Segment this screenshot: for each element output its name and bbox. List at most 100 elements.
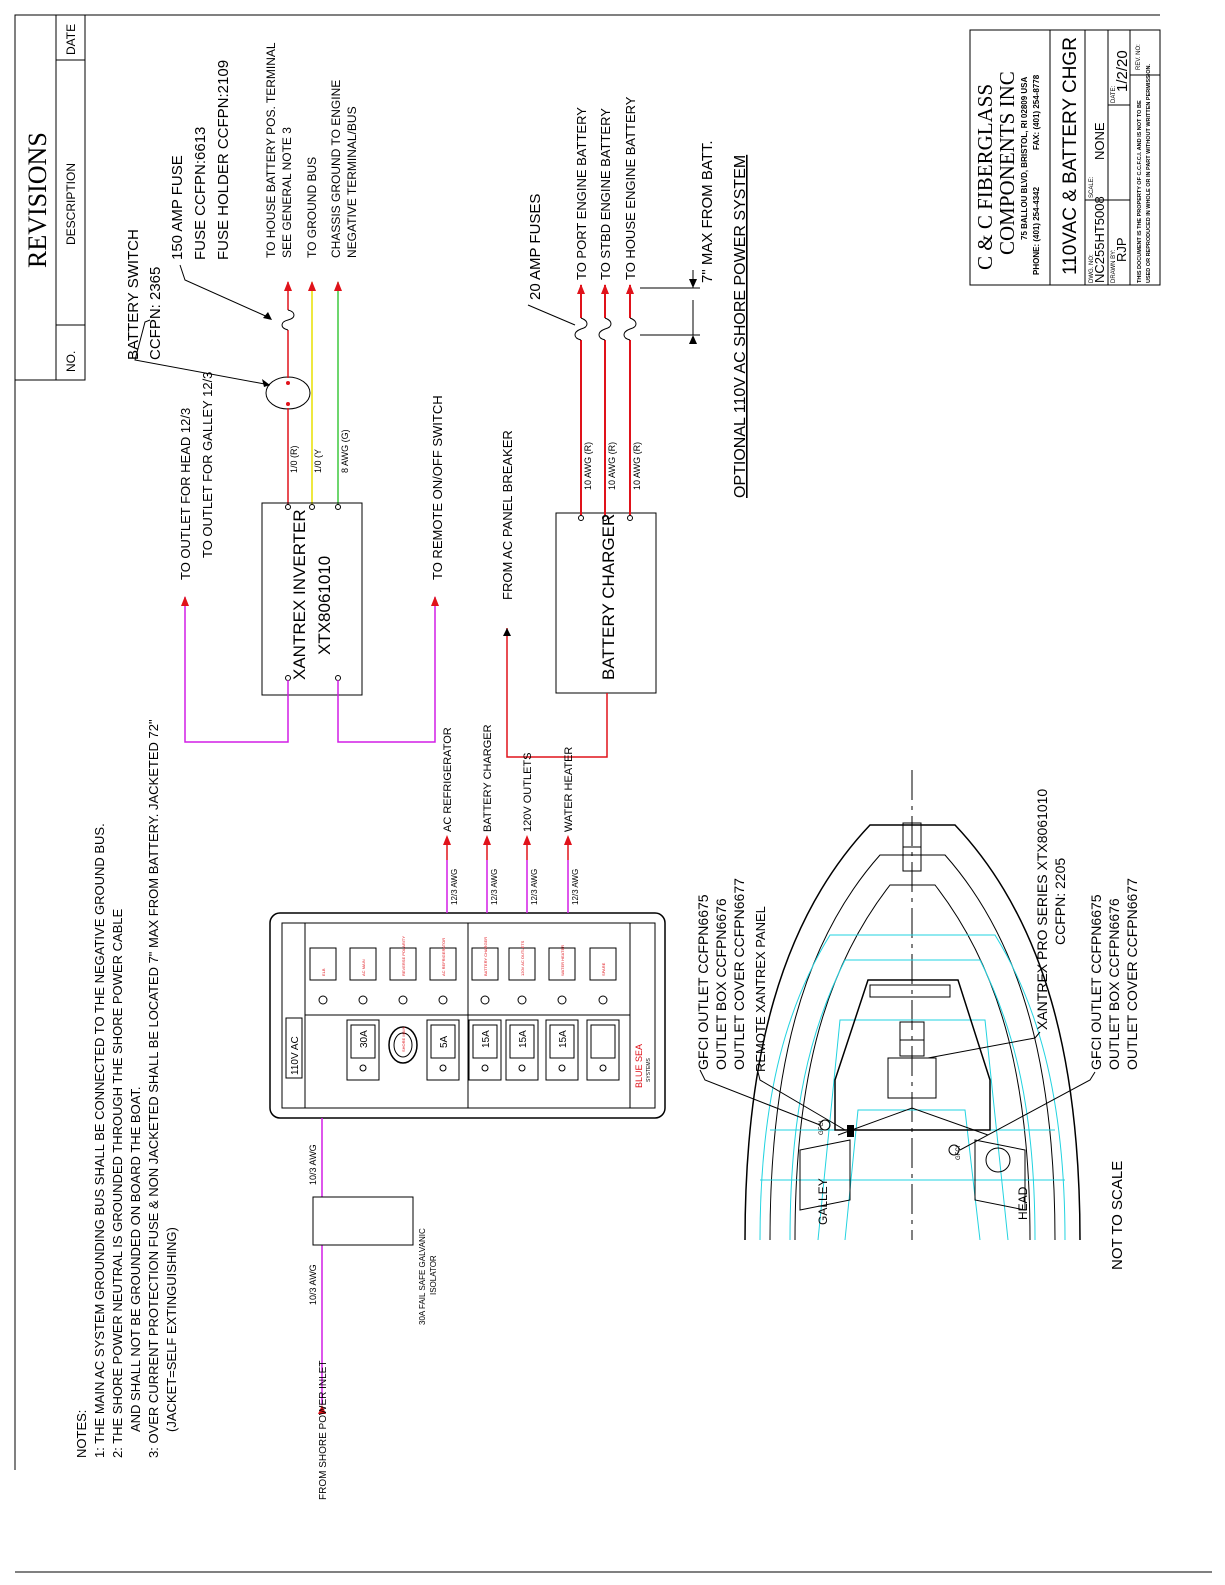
charger-wire-label-stbd: 10 AWG (R) — [607, 442, 617, 490]
charger-wire-label-house: 10 AWG (R) — [632, 442, 642, 490]
revisions-col-no: NO. — [64, 351, 78, 372]
panel-output-label: 120V OUTLETS — [522, 753, 534, 832]
xantrex-inverter: XANTREX INVERTER XTX8061010 — [261, 502, 363, 696]
company-address: 75 BALLOU BLVD, BRISTOL, RI 02809 USA — [1020, 76, 1029, 240]
battery-switch-symbol — [265, 376, 311, 410]
fuses-20a-label: 20 AMP FUSES — [527, 194, 544, 300]
to-stbd-battery-label: TO STBD ENGINE BATTERY — [598, 108, 613, 280]
fuse-label-1: 150 AMP FUSE — [169, 155, 186, 260]
panel-indicator-label: 120V AC OUTLETS — [520, 940, 525, 976]
to-port-battery-label: TO PORT ENGINE BATTERY — [574, 107, 589, 280]
panel-indicator-label: AC REFRIGERATOR — [441, 938, 446, 976]
to-ground-bus-label: TO GROUND BUS — [305, 157, 319, 258]
scale-value: NONE — [1092, 122, 1107, 160]
company-phone: PHONE: (401) 254-4342 — [1032, 186, 1041, 275]
panel-output-awg: 12/3 AWG — [530, 869, 539, 905]
panel-indicator-label: BATTERY CHARGER — [483, 937, 488, 976]
wire-label-red: 1/0 (R) — [289, 445, 299, 473]
panel-indicator-label: WATER HEATER — [560, 945, 565, 976]
drawing-title: 110VAC & BATTERY CHGR — [1060, 37, 1081, 275]
hull-outline — [744, 824, 1081, 1241]
boat-callouts: GFCI OUTLET CCFPN6675 OUTLET BOX CCFPN66… — [695, 789, 1140, 1270]
panel-indicator: BATTERY CHARGER — [471, 937, 499, 1005]
inverter-ac-wires: TO OUTLET FOR HEAD 12/3 TO OUTLET FOR GA… — [178, 372, 445, 743]
gfci-b-line3: OUTLET COVER CCFPN6677 — [1124, 878, 1140, 1070]
charger-name: BATTERY CHARGER — [599, 514, 618, 680]
head-label: HEAD — [1016, 1186, 1030, 1220]
revisions-col-date: DATE — [64, 24, 78, 55]
revisions-col-description: DESCRIPTION — [64, 163, 78, 245]
shore-awg-label: 10/3 AWG — [308, 1264, 318, 1305]
panel-breaker: 15A — [505, 1019, 539, 1081]
panel-indicator-label: SPARE — [601, 962, 606, 976]
panel-indicator: SPARE — [589, 947, 617, 1005]
panel-indicator-row: ELB AC MAIN REVERSE POLARITY AC REFRIGERATO… — [309, 936, 617, 1005]
date-value: 1/2/20 — [1114, 50, 1131, 92]
note-1: 1: THE MAIN AC SYSTEM GROUNDING BUS SHAL… — [92, 823, 107, 1458]
panel-indicator: WATER HEATER — [548, 945, 576, 1005]
note-3a: 3: OVER CURRENT PROTECTION FUSE & NON JA… — [146, 719, 161, 1458]
title-block: C & C FIBERGLASS COMPONENTS INC 75 BALLO… — [969, 29, 1161, 286]
battery-switch-part: CCFPN: 2365 — [147, 267, 164, 360]
galvanic-isolator: 30A FAIL SAFE GALVANIC ISOLATOR — [312, 1196, 438, 1325]
gfci-b-line2: OUTLET BOX CCFPN6676 — [1106, 898, 1122, 1070]
optional-system-title: OPTIONAL 110V AC SHORE POWER SYSTEM — [732, 155, 749, 498]
panel-output-awg: 12/3 AWG — [571, 869, 580, 905]
inverter-dc-wires: 1/0 (R) 1/0 (Y 8 AWG (G) — [281, 281, 350, 505]
isolator-label-1: 30A FAIL SAFE GALVANIC — [418, 1228, 427, 1325]
xantrex-pro-label: XANTREX PRO SERIES XTX8061010 — [1034, 789, 1050, 1030]
charger-ac-feed — [506, 628, 608, 758]
panel-indicator-label: REVERSE POLARITY — [401, 936, 406, 976]
panel-breaker: 30A — [346, 1019, 380, 1081]
panel-breaker-label: 5A — [439, 1035, 450, 1048]
to-house-battery2-label: TO HOUSE ENGINE BATTERY — [623, 96, 638, 280]
gfci-a-line1: GFCI OUTLET CCFPN6675 — [695, 894, 711, 1070]
shore-main-breaker: SHORE MAIN — [388, 1026, 418, 1064]
panel-breaker-label: 30A — [359, 1030, 370, 1048]
panel-breaker: 15A — [468, 1019, 502, 1081]
panel-output-label: BATTERY CHARGER — [482, 724, 494, 832]
property-notice-2: USED OR REPRODUCED IN WHOLE OR IN PART W… — [1146, 64, 1152, 283]
wire-label-green: 8 AWG (G) — [340, 429, 350, 473]
date-label: DATE: — [1111, 85, 1117, 103]
battery-switch-label: BATTERY SWITCH — [125, 229, 142, 360]
drawn-by-label: DRAWN BY: — [1111, 249, 1117, 283]
to-outlet-galley-label: TO OUTLET FOR GALLEY 12/3 — [200, 372, 215, 558]
notes-heading: NOTES: — [74, 1410, 89, 1458]
panel-in-awg-label: 10/3 AWG — [308, 1144, 318, 1185]
remote-panel-label: REMOTE XANTREX PANEL — [753, 906, 768, 1072]
shore-inlet-label: FROM SHORE POWER INLET — [318, 1361, 329, 1500]
xantrex-pro-part: CCFPN: 2205 — [1052, 858, 1068, 945]
to-outlet-head-label: TO OUTLET FOR HEAD 12/3 — [178, 408, 193, 580]
panel-label-110v: 110V AC — [290, 1036, 301, 1075]
see-note-3-label: SEE GENERAL NOTE 3 — [280, 127, 294, 258]
battery-charger: BATTERY CHARGER — [555, 512, 657, 694]
revisions-table: REVISIONS NO. DESCRIPTION DATE — [14, 14, 86, 381]
fuse-150a-symbol — [281, 309, 295, 331]
gfci-tag-galley: GFCI — [819, 1120, 825, 1135]
fuse-label-2: FUSE CCFPN:6613 — [192, 127, 209, 260]
panel-indicator-label: AC MAIN — [361, 959, 366, 976]
panel-output-awg: 12/3 AWG — [450, 869, 459, 905]
company-fax: FAX: (401) 254-8778 — [1032, 74, 1041, 150]
general-notes: NOTES: 1: THE MAIN AC SYSTEM GROUNDING B… — [74, 719, 179, 1458]
panel-indicator-label: ELB — [321, 968, 326, 976]
boat-layout-plan: GALLEY HEAD GFCI GFCI — [744, 770, 1081, 1241]
property-notice-1: THIS DOCUMENT IS THE PROPERTY OF C.C.F.C… — [1137, 100, 1143, 283]
from-panel-label: FROM AC PANEL BREAKER — [500, 430, 515, 600]
panel-brand-2: SYSTEMS — [646, 1057, 652, 1082]
note-2b: AND SHALL NOT BE GROUNDED ON BOARD THE B… — [128, 1086, 143, 1432]
gfci-a-line2: OUTLET BOX CCFPN6676 — [713, 898, 729, 1070]
inverter-name: XANTREX INVERTER — [290, 509, 309, 680]
isolator-label-2: ISOLATOR — [429, 1255, 438, 1295]
panel-breaker-label: 15A — [518, 1030, 529, 1048]
company-name-2: COMPONENTS INC — [995, 71, 1019, 255]
panel-breaker: 15A — [545, 1019, 579, 1081]
battery-switch-callout: BATTERY SWITCH CCFPN: 2365 150 AMP FUSE … — [125, 42, 359, 387]
gfci-a-line3: OUTLET COVER CCFPN6677 — [731, 878, 747, 1070]
